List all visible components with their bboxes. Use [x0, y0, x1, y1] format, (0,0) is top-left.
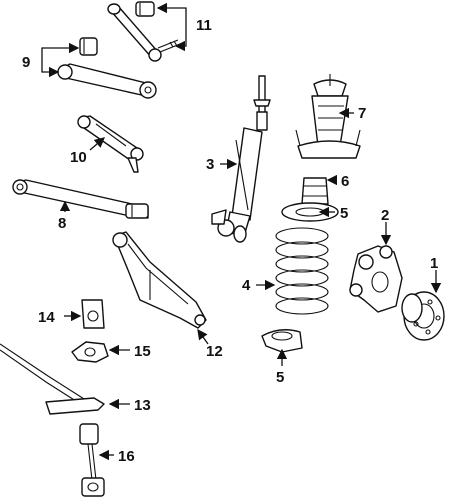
callout-10: 10 — [70, 149, 87, 166]
callout-15: 15 — [134, 343, 151, 360]
control-arm-assembly — [77, 115, 144, 173]
strut-mount — [295, 74, 361, 159]
stabilizer-link — [79, 423, 105, 497]
stabilizer-bar — [0, 343, 105, 415]
knuckle — [349, 245, 403, 313]
leader-lines — [41, 2, 442, 461]
callout-13: 13 — [134, 397, 151, 414]
spring-insulator-lower — [261, 329, 303, 353]
upper-link-assembly — [107, 1, 181, 62]
callout-3: 3 — [206, 156, 214, 173]
callout-2: 2 — [381, 207, 389, 224]
callout-7: 7 — [358, 105, 366, 122]
callout-16: 16 — [118, 448, 135, 465]
callout-12: 12 — [206, 343, 223, 360]
callout-8: 8 — [58, 215, 66, 232]
stabilizer-bracket — [71, 341, 109, 363]
callout-14: 14 — [38, 309, 55, 326]
callout-numbers: 1 2 3 4 5 5 6 7 8 9 10 11 12 13 14 15 16 — [22, 17, 438, 465]
callout-5-upper: 5 — [340, 205, 348, 222]
lateral-arm-assembly — [12, 179, 149, 219]
lower-link-assembly — [57, 37, 157, 99]
hub-bearing — [401, 291, 445, 341]
callout-9: 9 — [22, 54, 30, 71]
callout-11: 11 — [196, 17, 212, 34]
callout-1: 1 — [430, 255, 438, 272]
callout-5-lower: 5 — [276, 369, 284, 386]
callout-6: 6 — [341, 173, 349, 190]
trailing-arm-assembly — [112, 231, 207, 329]
bump-stop — [301, 177, 329, 205]
shock-absorber — [211, 75, 271, 243]
stabilizer-bushing — [81, 299, 105, 329]
coil-spring — [275, 227, 329, 315]
callout-4: 4 — [242, 277, 251, 294]
